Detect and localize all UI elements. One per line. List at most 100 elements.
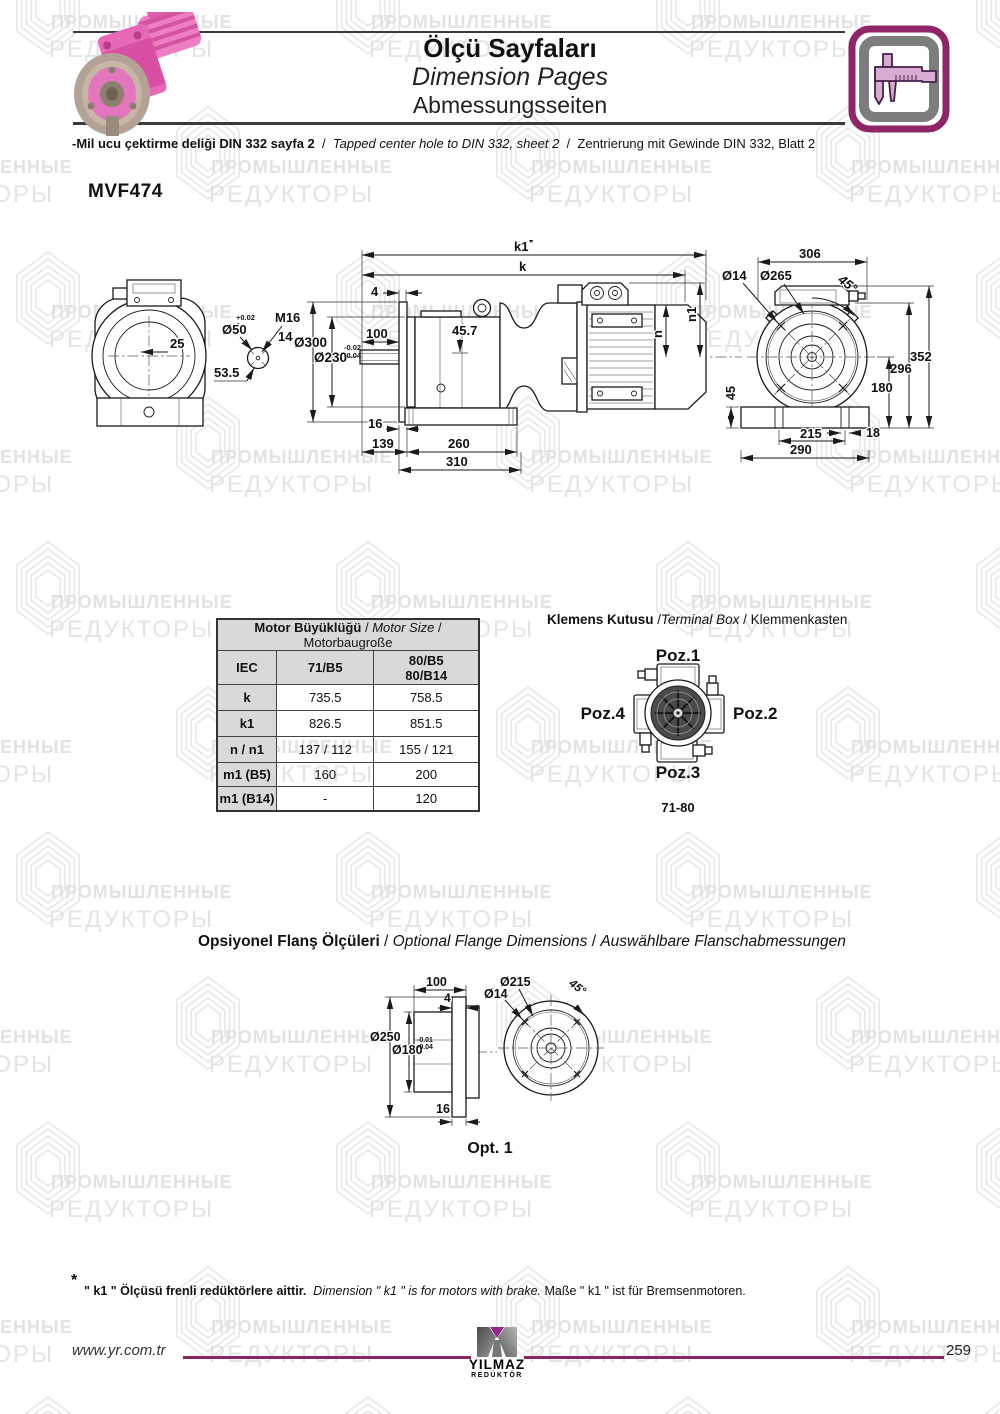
optional-flange-drawing: 100 4 Ø250 Ø180 -0.01 -0.04 16	[369, 974, 604, 1126]
svg-text:Ø230: Ø230	[314, 350, 347, 365]
svg-text:71-80: 71-80	[661, 800, 694, 815]
caliper-icon	[848, 25, 950, 133]
svg-text:M16: M16	[275, 310, 300, 325]
svg-text:352: 352	[910, 349, 932, 364]
svg-text:Ø14: Ø14	[722, 268, 747, 283]
row-label: m1 (B14)	[216, 786, 277, 811]
cell: 137 / 112	[275, 736, 375, 763]
page-title-en: Dimension Pages	[412, 63, 608, 91]
cell: 155 / 121	[373, 736, 480, 763]
svg-text:Ø50: Ø50	[222, 322, 247, 337]
cell: 758.5	[373, 684, 480, 711]
row-label: k	[216, 684, 277, 711]
cell: 735.5	[275, 684, 375, 711]
front-view: 25	[91, 279, 207, 427]
svg-text:139: 139	[372, 436, 394, 451]
svg-text:4: 4	[371, 284, 379, 299]
svg-text:n: n	[650, 330, 665, 338]
svg-text:180: 180	[871, 380, 893, 395]
motor-size-table: Motor Büyüklüğü / Motor Size / Motorbaug…	[216, 618, 480, 812]
side-view-dims: k1 * k 4 100 45.7 Ø300	[293, 240, 707, 474]
flange-view-dims: 306 Ø14 Ø265 352 296 180 45	[721, 245, 934, 462]
footnote-star: *	[71, 1272, 78, 1289]
footer-rule-right	[524, 1356, 944, 1359]
opt1-label: Opt. 1	[467, 1140, 513, 1157]
svg-text:Ø300: Ø300	[294, 335, 327, 350]
flange-side-view: 100 4 Ø250 Ø180 -0.01 -0.04 16	[369, 974, 497, 1126]
svg-text:-0.04: -0.04	[417, 1044, 433, 1051]
svg-text:306: 306	[799, 246, 821, 261]
terminal-box-title: Klemens Kutusu /Terminal Box / Klemmenka…	[547, 612, 848, 627]
cell: 200	[373, 762, 480, 787]
svg-text:+0.02: +0.02	[236, 313, 255, 322]
shaft-end-detail: +0.02 0 Ø50 M16 14 53.5	[213, 309, 302, 382]
svg-text:100: 100	[426, 975, 447, 989]
svg-text:45.7: 45.7	[452, 323, 477, 338]
svg-text:n1: n1	[684, 307, 699, 322]
svg-text:215: 215	[800, 426, 822, 441]
svg-text:0: 0	[236, 321, 240, 330]
table-title: Motor Büyüklüğü / Motor Size / Motorbaug…	[216, 618, 480, 651]
svg-text:k: k	[519, 259, 527, 274]
yilmaz-logo-mark	[477, 1327, 517, 1357]
dimension-drawing: 25 +0.02 0 Ø50 M16 14 53.5	[91, 240, 934, 474]
flange-front-view-opt: Ø215 Ø14 45°	[483, 974, 604, 1101]
din-note: -Mil ucu çektirme deliği DIN 332 sayfa 2…	[72, 136, 816, 151]
gearmotor-photo	[74, 12, 202, 136]
svg-text:4: 4	[444, 991, 451, 1005]
svg-text:Poz.1: Poz.1	[656, 646, 700, 665]
svg-text:310: 310	[446, 454, 468, 469]
svg-text:45: 45	[724, 386, 738, 400]
flange-front-view: 45°	[740, 270, 877, 429]
svg-text:Ø14: Ø14	[484, 987, 508, 1001]
svg-text:Poz.2: Poz.2	[733, 704, 777, 723]
header-bottom-rule	[73, 122, 845, 125]
yilmaz-logo-sub: REDÜKTÖR	[471, 1372, 523, 1379]
svg-text:-0.02: -0.02	[344, 343, 361, 352]
page-title-de: Abmessungsseiten	[412, 92, 608, 118]
svg-text:Ø180: Ø180	[392, 1043, 423, 1057]
svg-text:260: 260	[448, 436, 470, 451]
svg-text:290: 290	[790, 442, 812, 457]
cell: 160	[275, 762, 375, 787]
svg-text:16: 16	[436, 1102, 450, 1116]
svg-text:k1: k1	[514, 240, 528, 254]
cell: 826.5	[275, 710, 375, 737]
yilmaz-logo-name: YILMAZ	[468, 1357, 526, 1372]
model-code: MVF474	[88, 181, 163, 202]
footer-rule-left	[183, 1356, 471, 1359]
optional-flange-title: Opsiyonel Flanş Ölçüleri / Optional Flan…	[198, 933, 846, 950]
side-view	[345, 282, 742, 426]
col-header-71: 71/B5	[275, 650, 375, 685]
